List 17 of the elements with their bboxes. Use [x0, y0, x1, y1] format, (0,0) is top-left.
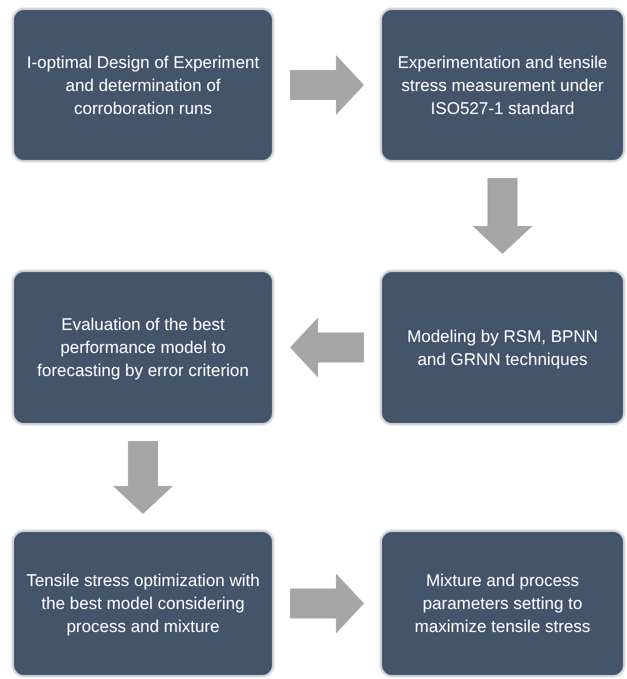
process-box	[12, 270, 274, 425]
process-box	[12, 530, 274, 677]
box-text: Tensile stress optimization with the best model considering process and mixture	[26, 570, 260, 638]
box-text: Modeling by RSM, BPNN and GRNN techniques	[406, 326, 599, 370]
box-text: Mixture and process parameters setting to maximize tensile stress	[414, 570, 592, 638]
block-arrow	[113, 441, 173, 514]
block-arrow	[290, 574, 364, 634]
process-box	[380, 270, 625, 425]
process-box	[12, 8, 274, 162]
box-text: I-optimal Design of Experiment and determination of corroboration runs	[26, 52, 260, 120]
process-box	[380, 8, 625, 162]
block-arrow	[290, 55, 364, 115]
block-arrow	[472, 178, 532, 254]
block-arrow	[290, 318, 364, 378]
box-text: Experimentation and tensile stress measurement under ISO527-1 standard	[396, 52, 608, 120]
box-text: Evaluation of the best performance model to forecasting by error criterion	[36, 314, 250, 382]
process-box	[380, 530, 625, 677]
